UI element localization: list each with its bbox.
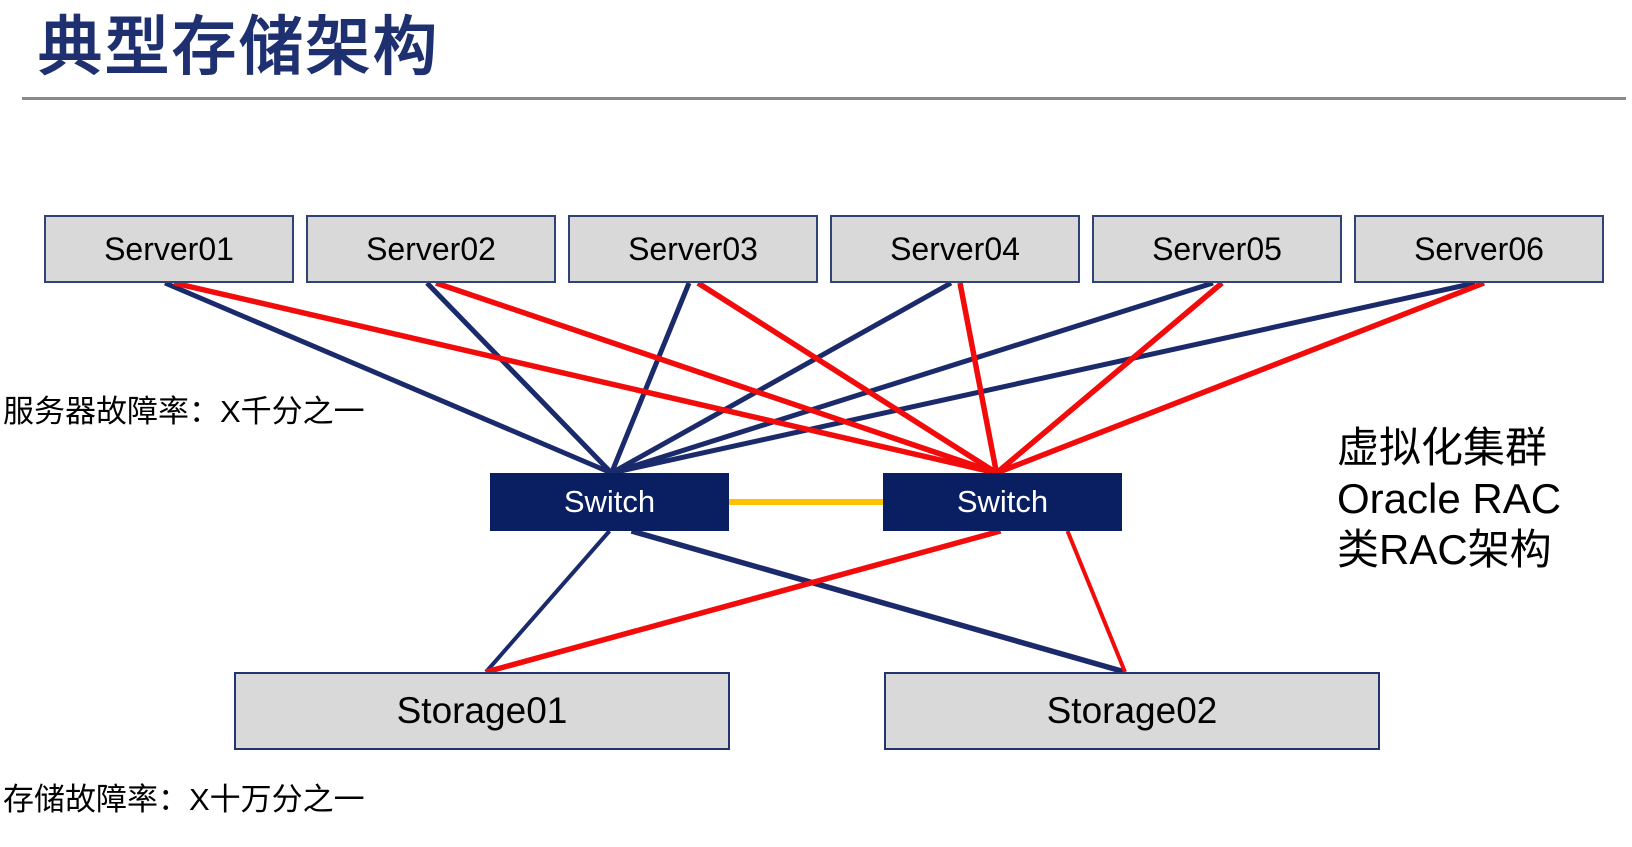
edge-swa-st2 bbox=[630, 528, 1126, 675]
storage02-node: Storage02 bbox=[884, 672, 1380, 750]
edge-swb-st1 bbox=[485, 528, 1002, 675]
storage01-node: Storage01 bbox=[234, 672, 730, 750]
server01-node: Server01 bbox=[44, 215, 294, 283]
server03-node: Server03 bbox=[568, 215, 818, 283]
edge-sv5-swb bbox=[994, 280, 1224, 476]
cluster-note-line-1: 虚拟化集群 bbox=[1337, 424, 1548, 471]
edge-sv6-swb bbox=[995, 280, 1485, 476]
edge-sv5-swa bbox=[610, 280, 1214, 476]
edge-sv2-swb bbox=[435, 280, 998, 476]
server02-node: Server02 bbox=[306, 215, 556, 283]
cluster-note-line-3: 类RAC架构 bbox=[1337, 526, 1552, 573]
switch-a-node: Switch bbox=[490, 473, 729, 531]
edge-sv4-swb bbox=[957, 282, 1000, 474]
switch-b-node: Switch bbox=[883, 473, 1122, 531]
title-divider bbox=[22, 97, 1626, 100]
edge-sv3-swa bbox=[609, 282, 692, 474]
cluster-note: 虚拟化集群 Oracle RAC 类RAC架构 bbox=[1337, 422, 1561, 575]
server04-node: Server04 bbox=[830, 215, 1080, 283]
edge-swa-st1 bbox=[484, 529, 612, 674]
storage-failure-rate-label: 存储故障率：X十万分之一 bbox=[3, 782, 365, 817]
edge-sv2-swa bbox=[425, 281, 614, 475]
server06-node: Server06 bbox=[1354, 215, 1604, 283]
cluster-note-line-2: Oracle RAC bbox=[1337, 475, 1562, 522]
edge-swb-st2 bbox=[1065, 530, 1127, 673]
edge-sv6-swa bbox=[610, 280, 1476, 476]
server-failure-rate-label: 服务器故障率：X千分之一 bbox=[3, 394, 365, 429]
server05-node: Server05 bbox=[1092, 215, 1342, 283]
page-title: 典型存储架构 bbox=[38, 11, 440, 83]
edge-sv1-swb bbox=[173, 280, 998, 476]
edge-sv1-swa bbox=[164, 280, 613, 476]
edge-sv3-swb bbox=[696, 280, 998, 476]
edge-sv4-swa bbox=[610, 280, 953, 476]
